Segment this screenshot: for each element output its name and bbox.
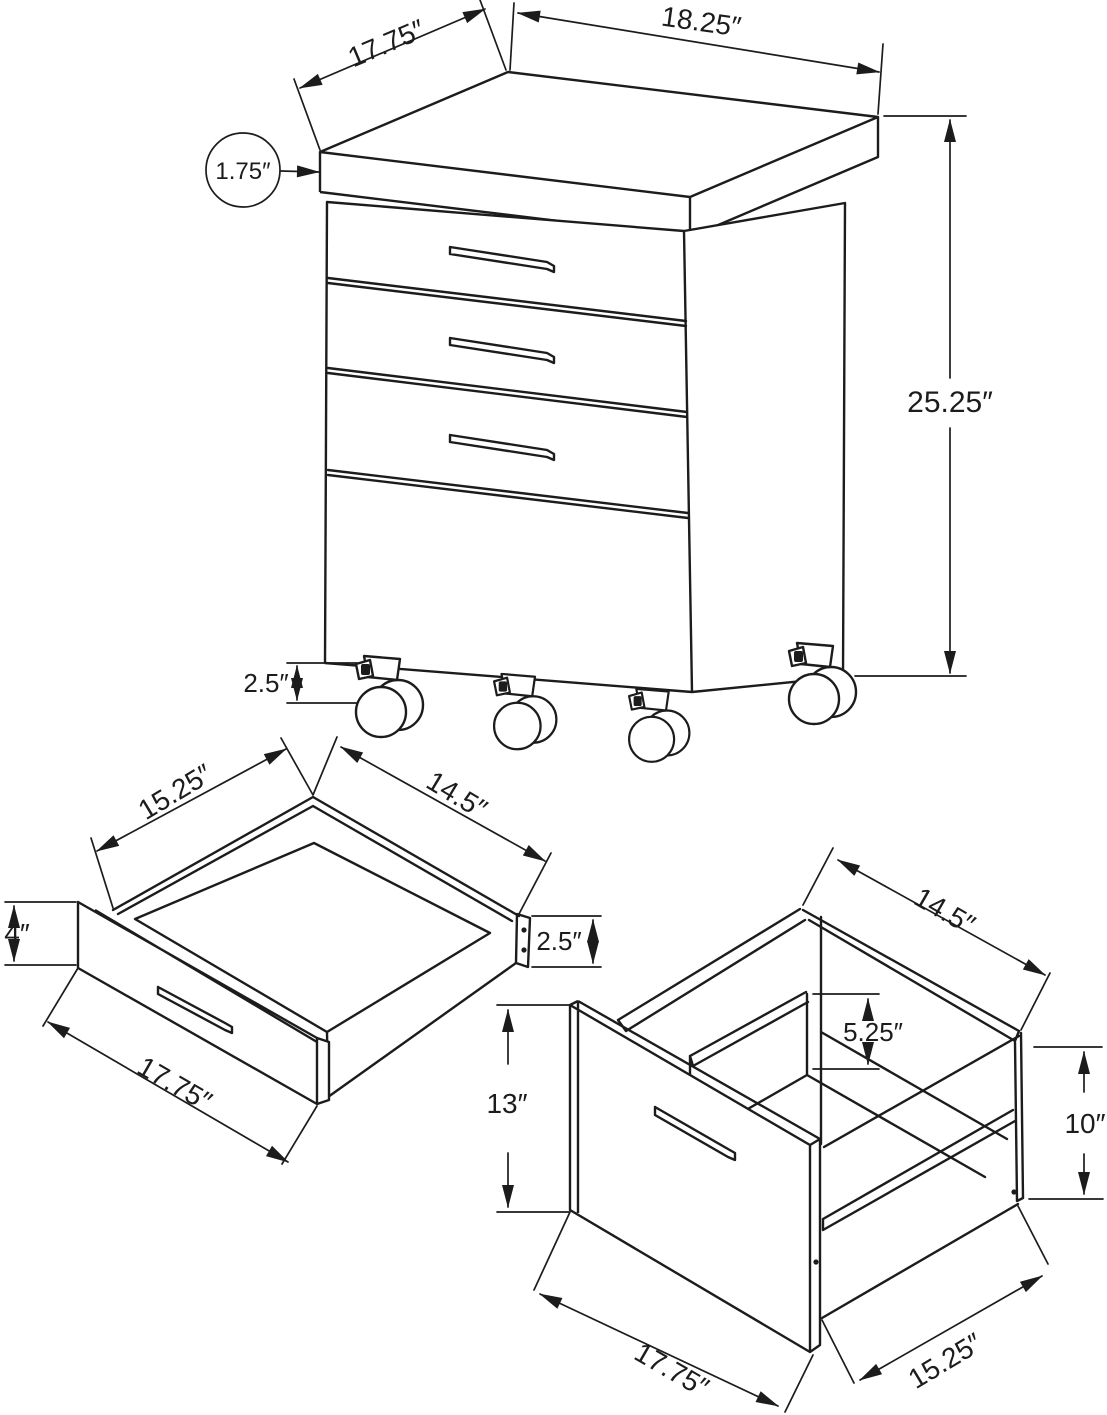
file-drawer-screw-dot (1011, 1189, 1017, 1195)
dim-label-cabinet-top-thickness: 1.75″ (215, 158, 271, 185)
dim-label-sd-front-height: 4″ (4, 918, 30, 949)
dim-line-cabinet-depth (299, 8, 486, 89)
dim-label-sd-width: 17.75″ (132, 1050, 217, 1117)
drawer-handles (448, 245, 556, 462)
small-drawer-front-panel (76, 900, 331, 1106)
cabinet-view (318, 70, 880, 763)
cabinet-body (323, 200, 847, 694)
dim-line-fd-depth (859, 1275, 1043, 1381)
small-drawer-rim (111, 795, 521, 923)
dim-label-fd-depth: 15.25″ (903, 1327, 988, 1395)
drawer-divider-lines (326, 276, 690, 520)
dim-label-sd-depth: 15.25″ (133, 758, 218, 826)
file-drawer-front-panel (568, 999, 822, 1354)
dim-label-sd-inner-width: 14.5″ (421, 765, 492, 825)
dim-label-fd-front-height: 13″ (486, 1088, 527, 1119)
dim-label-cabinet-width: 18.25″ (660, 1, 744, 43)
small-drawer-extension-lines (4, 736, 602, 1165)
dim-line-fd-inner-width (837, 859, 1046, 976)
small-drawer-screw-dot (521, 947, 527, 953)
dim-line-cabinet-width (517, 10, 880, 75)
caster-front-right (628, 687, 691, 763)
dim-label-cabinet-depth: 17.75″ (343, 13, 429, 73)
callout-circle-top-thickness (205, 132, 281, 208)
file-drawer-screw-dot (813, 1259, 819, 1265)
file-drawer-extension-lines (496, 847, 1104, 1413)
dim-label-cabinet-height: 25.25″ (907, 386, 993, 419)
dim-label-fd-side-height: 10″ (1064, 1108, 1105, 1139)
dim-line-sd-depth (96, 748, 287, 852)
dim-label-fd-divider-height: 5.25″ (843, 1017, 903, 1047)
dim-label-fd-inner-width: 14.5″ (909, 881, 980, 940)
dim-label-sd-side-height: 2.5″ (536, 926, 581, 956)
small-drawer-floor (133, 841, 492, 1034)
caster-front-middle (492, 672, 558, 751)
small-drawer-screw-dot (521, 927, 527, 933)
file-drawer-view (568, 907, 1025, 1354)
file-drawer-handle (653, 1105, 737, 1162)
small-drawer-handle (156, 985, 234, 1035)
cabinet-extension-lines (286, 0, 967, 704)
dim-label-caster-height: 2.5″ (243, 668, 288, 698)
caster-back-right (787, 641, 858, 726)
dim-line-sd-inner-width (340, 746, 546, 862)
cabinet-top-slab (318, 70, 880, 239)
file-drawer-divider-floor (688, 990, 987, 1179)
dim-label-fd-width: 17.75″ (629, 1336, 714, 1403)
dim-line-fd-width (539, 1293, 779, 1407)
dim-line-sd-width (47, 1021, 289, 1163)
callout-leader-top-thickness (280, 165, 320, 178)
